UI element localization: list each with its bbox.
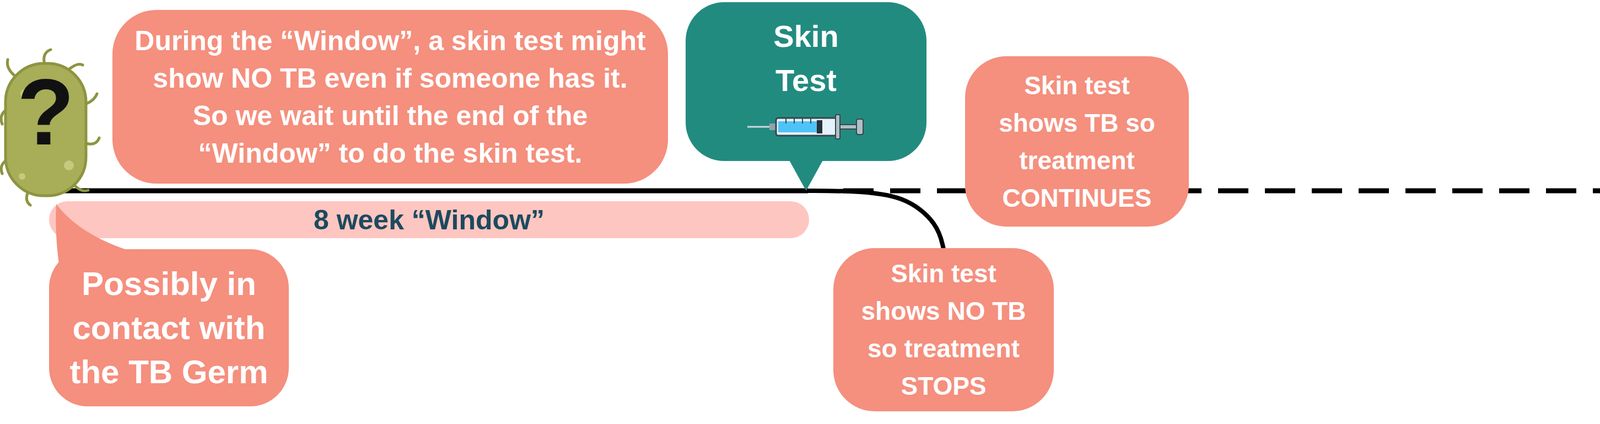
germ-spot [63,160,74,171]
speech-tail [55,203,143,272]
timeline-dashed [843,188,1600,194]
branch-line [806,190,945,250]
germ-spot [18,173,26,180]
node-text: 8 week “Window” [313,203,545,237]
contact-box: Possibly in contact with the TB Germ [49,249,289,407]
node-text: Skin test shows NO TB so treatment STOPS [855,254,1032,405]
germ-hairs [1,49,100,206]
test-box: Skin Test [685,2,927,161]
syringe-barrel [776,117,837,136]
syringe-marks [785,117,811,124]
node-text: Possibly in contact with the TB Germ [58,261,280,395]
timeline-line [49,188,808,194]
node-text: During the “Window”, a skin test might s… [133,22,647,172]
node-text: Skin test shows TB so treatment CONTINUE… [986,66,1168,217]
outcome-box: Skin test shows NO TB so treatment STOPS [833,248,1054,412]
window-band: 8 week “Window” [49,201,810,239]
syringe-needle [747,126,771,128]
note-box: During the “Window”, a skin test might s… [112,9,668,184]
outcome-box: Skin test shows TB so treatment CONTINUE… [965,56,1189,227]
syringe-plunger-head [816,120,823,134]
syringe-icon [747,112,866,142]
syringe-rod [839,124,858,129]
speech-pointer [788,158,824,191]
germ-question-mark: ? [4,65,88,159]
node-text: Skin Test [745,14,867,103]
syringe-thumb [856,119,864,135]
syringe-flange [835,114,840,139]
